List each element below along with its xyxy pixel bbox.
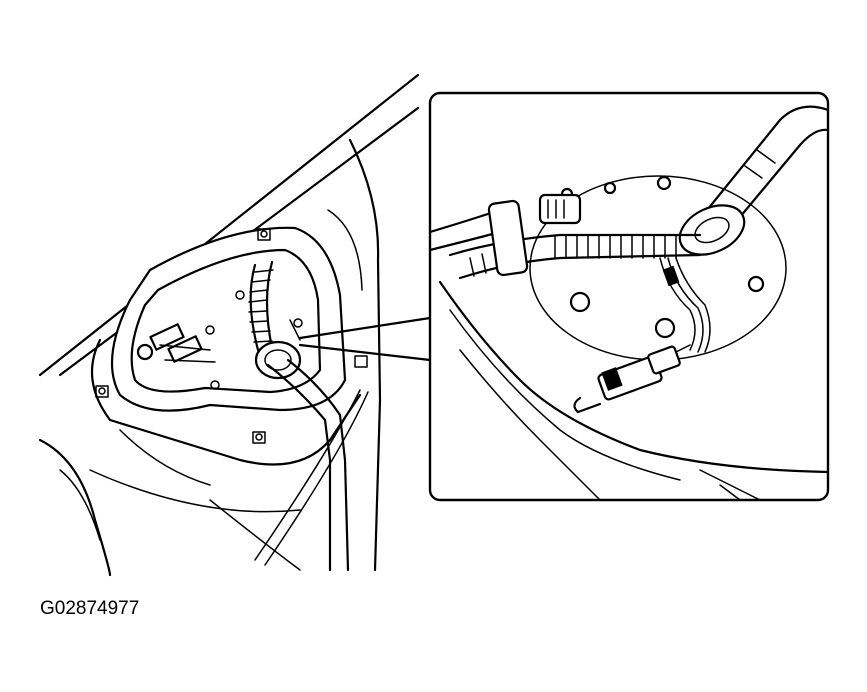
detail-inset: [428, 91, 830, 502]
sender-connector: [573, 344, 691, 414]
figure-code: G02874977: [40, 598, 139, 619]
fuel-hose: [678, 105, 830, 256]
access-hole-frame: [110, 226, 347, 412]
harness-clamp: [487, 199, 529, 277]
corrugated-hose-main: [248, 260, 274, 352]
hose-grommet: [254, 340, 302, 380]
main-view: [38, 73, 432, 577]
inset-frame: [428, 91, 830, 502]
frame-bolts: [95, 228, 368, 444]
